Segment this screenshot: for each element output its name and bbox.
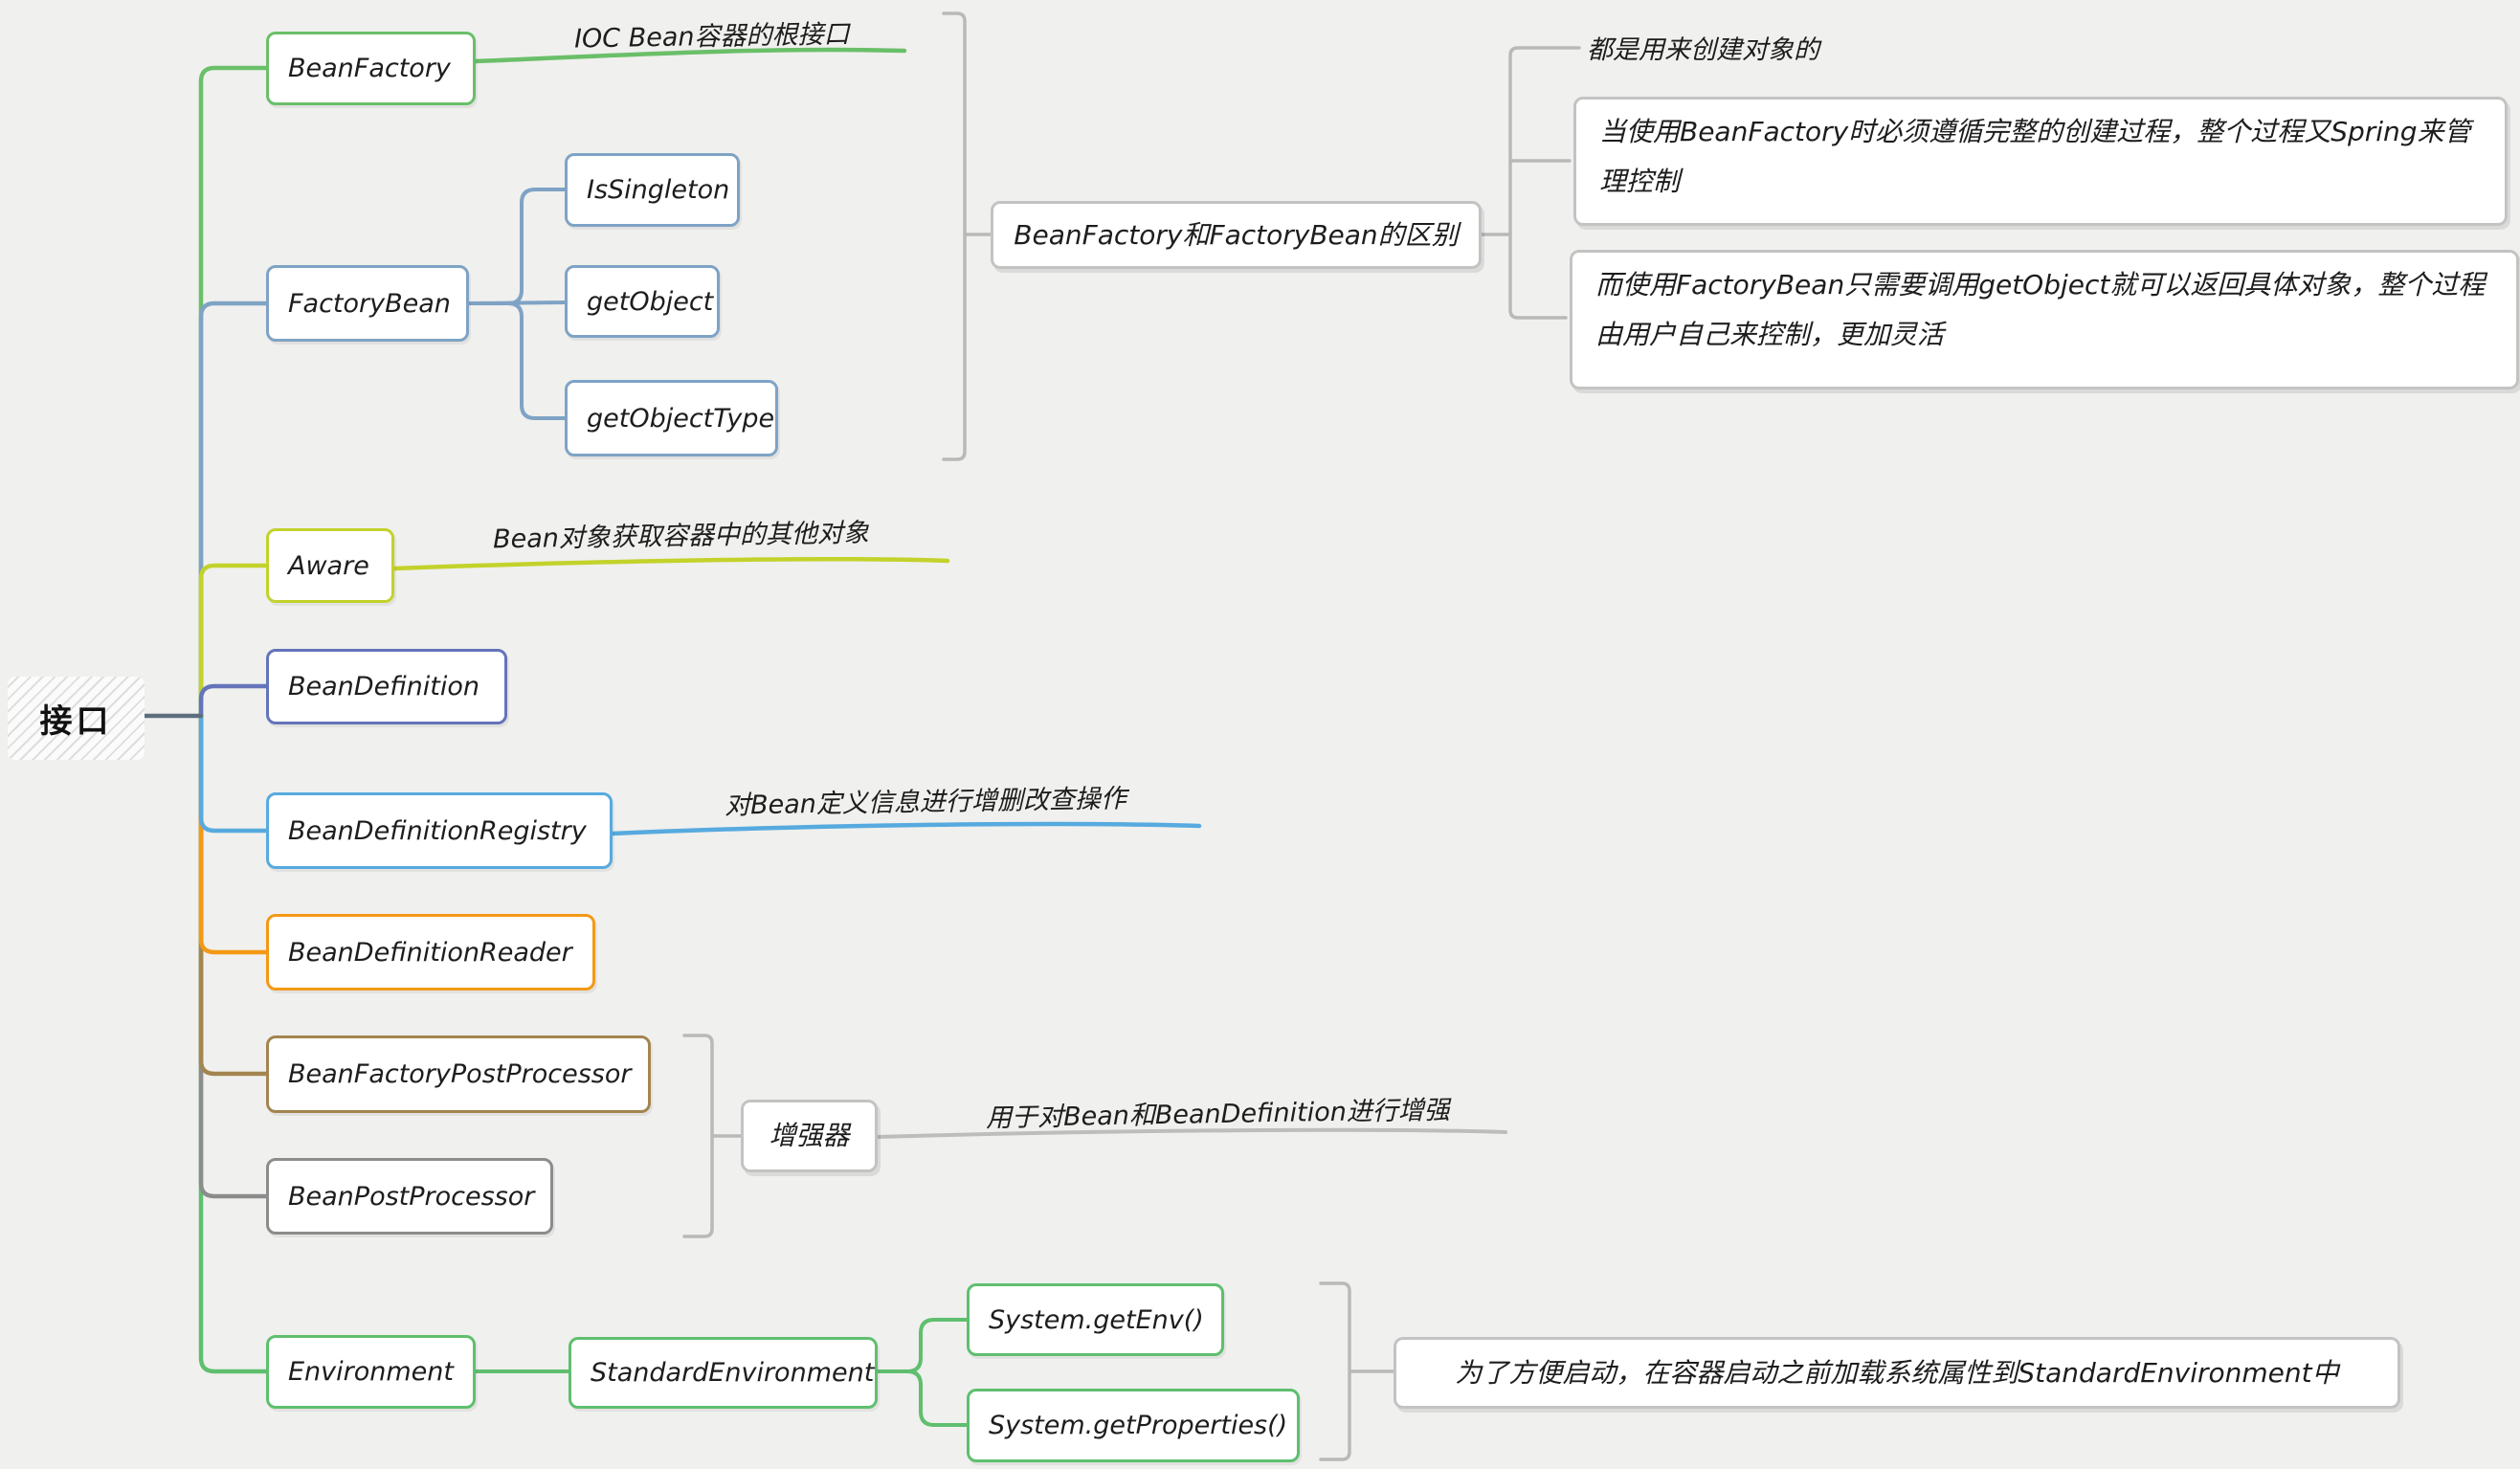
branch-line-beanfactorypostprocessor <box>198 713 269 1077</box>
summary-difference[interactable]: BeanFactory和FactoryBean的区别 <box>991 201 1482 269</box>
topic-beandefinition-label: BeanDefinition <box>288 672 479 701</box>
note-environment-text: 为了方便启动，在容器启动之前加载系统属性到StandardEnvironment… <box>1455 1356 2339 1389</box>
branch-line-factorybean <box>198 300 269 719</box>
annotation-difference-common[interactable]: 都是用来创建对象的 <box>1587 29 1819 66</box>
topic-system-getproperties[interactable]: System.getProperties() <box>967 1389 1300 1462</box>
branch-line-environment <box>198 713 269 1374</box>
topic-beandefinitionreader[interactable]: BeanDefinitionReader <box>266 914 595 990</box>
bracket-beanfactory-factorybean <box>942 11 992 461</box>
underline-aware-annotation <box>391 557 950 571</box>
branch-line-beandefinitionreader <box>198 713 269 955</box>
topic-beanfactory-label: BeanFactory <box>288 54 451 83</box>
note-factorybean-usage-text: 而使用FactoryBean只需要调用getObject就可以返回具体对象，整个… <box>1595 269 2486 350</box>
topic-issingleton[interactable]: IsSingleton <box>565 153 740 227</box>
topic-beandefinitionregistry[interactable]: BeanDefinitionRegistry <box>266 792 613 869</box>
annotation-beanfactory[interactable]: IOC Bean容器的根接口 <box>574 12 850 55</box>
note-beanfactory-usage-text: 当使用BeanFactory时必须遵循完整的创建过程，整个过程又Spring来管… <box>1599 116 2471 197</box>
annotation-registry[interactable]: 对Bean定义信息进行增删改查操作 <box>725 777 1126 821</box>
line-factorybean-issingleton <box>467 188 567 305</box>
underline-beanfactory-annotation <box>473 47 907 64</box>
topic-system-getenv-label: System.getEnv() <box>989 1304 1204 1335</box>
topic-beandefinitionregistry-label: BeanDefinitionRegistry <box>288 815 587 846</box>
line-factorybean-getobjecttype <box>467 301 567 420</box>
topic-issingleton-label: IsSingleton <box>587 175 730 205</box>
topic-aware[interactable]: Aware <box>266 528 394 603</box>
summary-enhancer-label: 增强器 <box>769 1120 850 1152</box>
topic-standardenvironment[interactable]: StandardEnvironment <box>569 1337 878 1409</box>
summary-difference-label: BeanFactory和FactoryBean的区别 <box>1014 218 1459 251</box>
underline-enhancer-annotation <box>876 1127 1507 1139</box>
bracket-difference-points <box>1480 46 1581 320</box>
underline-registry-annotation <box>610 821 1202 836</box>
topic-beanpostprocessor[interactable]: BeanPostProcessor <box>266 1158 553 1235</box>
branch-line-beandefinitionregistry <box>198 713 269 834</box>
topic-getobject-label: getObject <box>587 286 714 317</box>
branch-line-aware <box>198 563 269 719</box>
annotation-aware-text: Bean对象获取容器中的其他对象 <box>492 518 870 555</box>
topic-factorybean-label: FactoryBean <box>288 288 451 319</box>
annotation-beanfactory-text: IOC Bean容器的根接口 <box>573 19 850 55</box>
annotation-registry-text: 对Bean定义信息进行增删改查操作 <box>724 784 1127 821</box>
note-beanfactory-usage[interactable]: 当使用BeanFactory时必须遵循完整的创建过程，整个过程又Spring来管… <box>1573 97 2508 226</box>
line-standardenvironment-getproperties <box>876 1369 969 1427</box>
topic-beanpostprocessor-label: BeanPostProcessor <box>288 1181 535 1212</box>
topic-system-getenv[interactable]: System.getEnv() <box>967 1283 1224 1356</box>
topic-aware-label: Aware <box>288 550 369 581</box>
topic-beanfactorypostprocessor[interactable]: BeanFactoryPostProcessor <box>266 1035 651 1113</box>
topic-environment[interactable]: Environment <box>266 1335 476 1409</box>
branch-line-beandefinition <box>198 683 269 719</box>
topic-beandefinitionreader-label: BeanDefinitionReader <box>288 937 572 968</box>
branch-line-beanfactory <box>198 65 269 719</box>
topic-system-getproperties-label: System.getProperties() <box>989 1411 1288 1440</box>
root-topic-interface[interactable]: 接口 <box>8 677 145 760</box>
bracket-postprocessors <box>682 1034 743 1238</box>
topic-factorybean[interactable]: FactoryBean <box>266 265 469 342</box>
line-standardenvironment-getenv <box>876 1318 969 1373</box>
annotation-aware[interactable]: Bean对象获取容器中的其他对象 <box>493 512 869 556</box>
note-factorybean-usage[interactable]: 而使用FactoryBean只需要调用getObject就可以返回具体对象，整个… <box>1570 250 2519 390</box>
topic-beanfactory[interactable]: BeanFactory <box>266 32 476 105</box>
topic-getobject[interactable]: getObject <box>565 265 720 338</box>
branch-line-beanpostprocessor <box>198 713 269 1199</box>
note-environment[interactable]: 为了方便启动，在容器启动之前加载系统属性到StandardEnvironment… <box>1394 1337 2400 1409</box>
annotation-difference-common-text: 都是用来创建对象的 <box>1587 35 1819 65</box>
topic-getobjecttype[interactable]: getObjectType <box>565 380 778 456</box>
bracket-environment-summary <box>1319 1281 1395 1461</box>
topic-environment-label: Environment <box>288 1357 454 1387</box>
topic-getobjecttype-label: getObjectType <box>587 403 775 434</box>
summary-enhancer[interactable]: 增强器 <box>741 1100 878 1172</box>
topic-standardenvironment-label: StandardEnvironment <box>591 1358 875 1388</box>
root-topic-label: 接口 <box>39 702 113 741</box>
topic-beandefinition[interactable]: BeanDefinition <box>266 649 507 724</box>
topic-beanfactorypostprocessor-label: BeanFactoryPostProcessor <box>288 1059 632 1089</box>
